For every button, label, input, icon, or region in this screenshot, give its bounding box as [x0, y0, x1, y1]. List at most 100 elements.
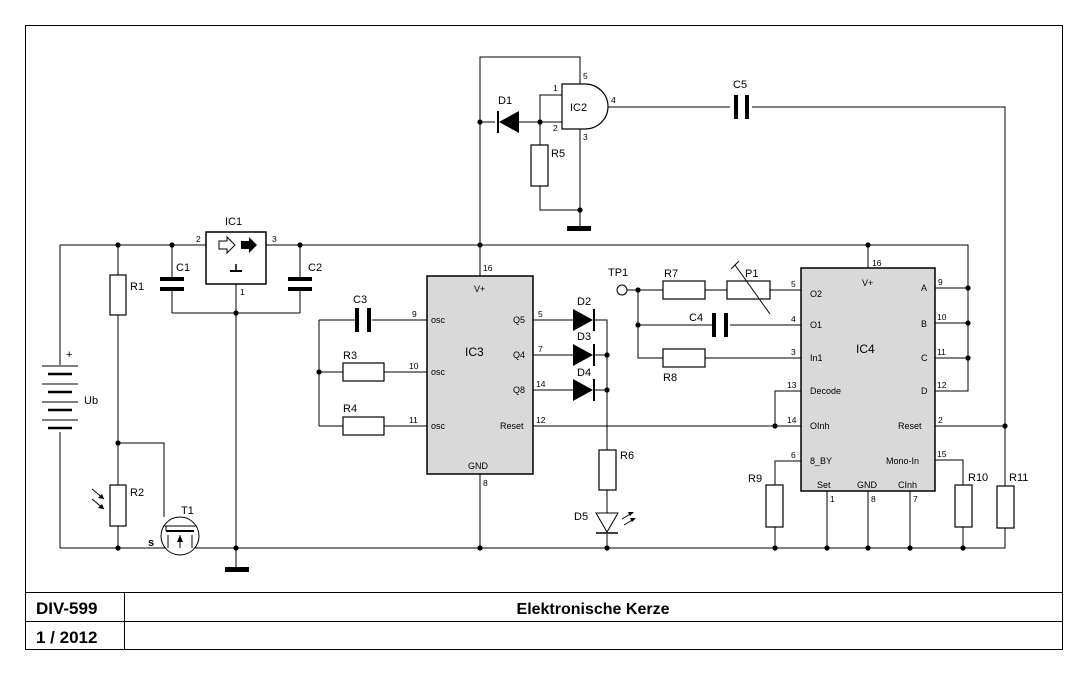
r5-label: R5 — [551, 148, 565, 160]
ic3-num-10: 10 — [409, 361, 419, 371]
ic4-num-16: 16 — [872, 258, 882, 268]
ic2-pin-3: 3 — [583, 132, 588, 142]
c3-label: C3 — [353, 294, 367, 306]
ic4-pin-decode: Decode — [810, 386, 841, 396]
r2-label: R2 — [130, 487, 144, 499]
ic4-pin-o2: O2 — [810, 289, 822, 299]
ic3-body — [426, 275, 534, 475]
resistor-r8 — [662, 348, 706, 368]
battery-ub — [42, 365, 78, 430]
capacitor-c5 — [734, 95, 749, 119]
resistor-r10 — [954, 484, 973, 528]
capacitor-c3 — [355, 308, 371, 332]
ic4-pin-in1: In1 — [810, 353, 823, 363]
capacitor-c1 — [160, 277, 184, 291]
ic3-num-9: 9 — [412, 309, 417, 319]
ic4-num-13: 13 — [787, 380, 797, 390]
ic3-pin-reset: Reset — [500, 421, 524, 431]
ic4-body — [800, 267, 936, 492]
ic4-pin-reset: Reset — [898, 421, 922, 431]
diode-d3 — [573, 344, 595, 366]
ic4-num-8: 8 — [871, 494, 876, 504]
ic3-pin-q8: Q8 — [513, 385, 525, 395]
c5-label: C5 — [733, 79, 747, 91]
r9-label: R9 — [748, 473, 762, 485]
ic3-num-12: 12 — [536, 415, 546, 425]
ic4-num-2: 2 — [938, 415, 943, 425]
ic3-pin-q4: Q4 — [513, 350, 525, 360]
r11-label: R11 — [1009, 472, 1028, 484]
r4-label: R4 — [343, 403, 357, 415]
light-arrows-icon — [91, 488, 105, 510]
c4-label: C4 — [689, 312, 703, 324]
d4-label: D4 — [577, 367, 591, 379]
battery-label: Ub — [84, 395, 98, 407]
ic3-num-7: 7 — [538, 344, 543, 354]
ic4-pin-b: B — [921, 319, 927, 329]
resistor-r7 — [662, 280, 706, 300]
ic4-pin-cinh: CInh — [898, 480, 917, 490]
light-emission-icon — [621, 512, 636, 526]
ic4-pin-o1: O1 — [810, 320, 822, 330]
ic4-pin-a: A — [921, 283, 927, 293]
d1-label: D1 — [498, 95, 512, 107]
ic1-pin-3: 3 — [272, 234, 277, 244]
ic2-pin-5: 5 — [583, 71, 588, 81]
ic3-pin-q5: Q5 — [513, 315, 525, 325]
ic1-pin-1: 1 — [240, 287, 245, 297]
ic3-pin-vplus: V+ — [474, 284, 485, 294]
ic4-pin-8by: 8_BY — [810, 456, 832, 466]
d5-label: D5 — [574, 511, 588, 523]
ic4-pin-oinh: OInh — [810, 421, 830, 431]
ic3-pin-osc1: osc — [431, 315, 446, 325]
d3-label: D3 — [577, 331, 591, 343]
ic3-num-14: 14 — [536, 379, 546, 389]
r10-label: R10 — [968, 472, 988, 484]
ic3-label: IC3 — [465, 345, 484, 359]
ic4-num-10: 10 — [937, 312, 947, 322]
ic3-num-16: 16 — [483, 263, 493, 273]
led-d5 — [595, 512, 619, 534]
junction-dots — [115, 119, 1008, 551]
ic2-pin-4: 4 — [611, 95, 616, 105]
ic1-label: IC1 — [225, 216, 242, 228]
resistor-r11 — [996, 485, 1015, 529]
p1-label: P1 — [745, 268, 758, 280]
ic4-num-9: 9 — [938, 277, 943, 287]
ic3-pin-osc3: osc — [431, 421, 446, 431]
diode-d2 — [573, 309, 595, 331]
ic2-label: IC2 — [570, 102, 587, 114]
doc-number: DIV-599 — [36, 599, 97, 618]
ground-symbol — [567, 226, 591, 231]
ic4-num-14: 14 — [787, 415, 797, 425]
schematic-title: Elektronische Kerze — [517, 601, 670, 618]
ic4-pin-vplus: V+ — [862, 278, 873, 288]
ic4-num-6: 6 — [791, 450, 796, 460]
ic4-label: IC4 — [856, 342, 875, 356]
r7-label: R7 — [664, 268, 678, 280]
drawing-frame — [25, 25, 1063, 650]
ic4-num-15: 15 — [937, 449, 947, 459]
ic4-num-5: 5 — [791, 279, 796, 289]
doc-date: 1 / 2012 — [36, 628, 97, 647]
resistor-r4 — [342, 416, 385, 436]
diode-d1 — [497, 111, 519, 133]
ic4-num-7: 7 — [913, 494, 918, 504]
ic4-num-4: 4 — [791, 314, 796, 324]
ic4-pin-mono-in: Mono-In — [886, 456, 919, 466]
capacitor-c2 — [288, 277, 312, 291]
ic3-num-8: 8 — [483, 478, 488, 488]
gate-ic2 — [561, 83, 609, 130]
ic3-num-11: 11 — [409, 415, 418, 425]
wiring — [59, 56, 1006, 568]
ic4-pin-c: C — [921, 353, 928, 363]
t1-source-label: s — [148, 537, 154, 549]
ic2-pin-1: 1 — [553, 83, 558, 93]
r3-label: R3 — [343, 350, 357, 362]
resistor-r3 — [342, 362, 385, 382]
resistor-r6 — [598, 449, 617, 491]
r1-label: R1 — [130, 281, 144, 293]
resistor-r9 — [765, 484, 784, 528]
ic1-pin-2: 2 — [196, 234, 201, 244]
